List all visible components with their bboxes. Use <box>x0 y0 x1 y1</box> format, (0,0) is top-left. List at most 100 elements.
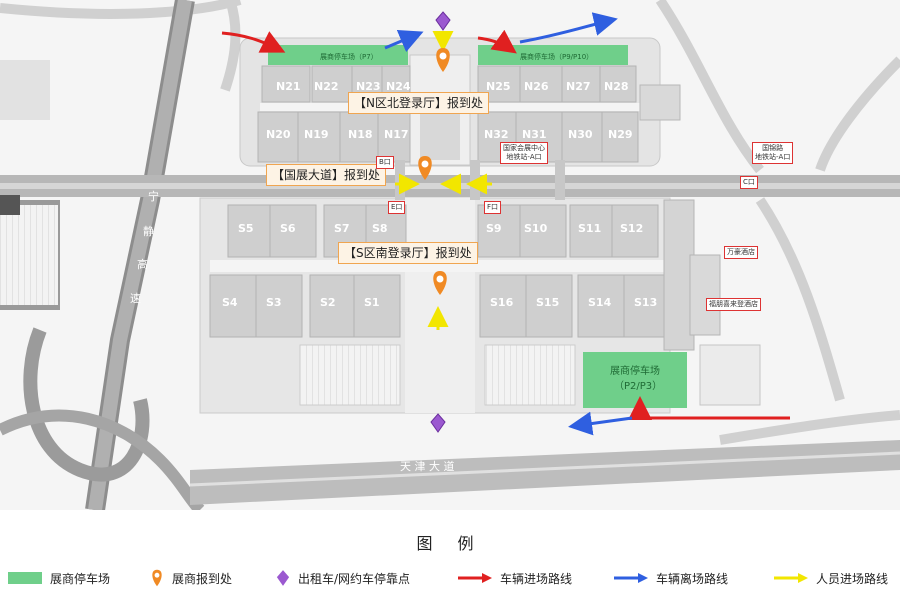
parking-p2-label-2: （P2/P3） <box>614 380 662 392</box>
fupeng-hotel-tag: 福朋喜来登酒店 <box>706 298 761 311</box>
parking-swatch-icon <box>8 572 42 584</box>
hall-label-s14: S14 <box>588 296 612 309</box>
red-arrow-icon <box>458 573 492 583</box>
hall-label-n25: N25 <box>486 80 511 93</box>
pin-icon <box>418 156 432 180</box>
gate-c-tag: C口 <box>740 176 758 189</box>
taxi-stops <box>430 11 451 433</box>
blue-arrow-icon <box>519 12 618 44</box>
road-char-3: 高 <box>137 257 148 271</box>
legend-label-pedestrian: 人员进场路线 <box>816 571 889 586</box>
ningjing-road-labels: 宁 静 高 速 <box>130 189 159 305</box>
hall-label-s7: S7 <box>334 222 350 235</box>
red-arrow-icon <box>628 396 790 420</box>
hall-label-n24: N24 <box>386 80 411 93</box>
tianjin-avenue <box>189 440 900 505</box>
hall-label-n31: N31 <box>522 128 547 141</box>
legend-item-taxi: 出租车/网约车停靠点 <box>276 568 410 588</box>
red-arrow-icon <box>477 29 517 54</box>
red-arrow-icon <box>221 31 286 53</box>
entry-route-arrows <box>221 29 790 420</box>
hall-label-s10: S10 <box>524 222 548 235</box>
gate-f-tag: F口 <box>484 201 502 214</box>
left-blocks <box>0 60 60 310</box>
hall-label-n20: N20 <box>266 128 291 141</box>
hall-label-s11: S11 <box>578 222 601 235</box>
legend-item-entry: 车辆进场路线 <box>458 568 572 588</box>
legend: 展商停车场 展商报到处 出租车/网约车停靠点 车辆进场路线 车辆离场路线 人员进… <box>0 568 900 588</box>
hall-label-s4: S4 <box>222 296 238 309</box>
gate-e-tag: E口 <box>388 201 406 214</box>
hall-label-s16: S16 <box>490 296 514 309</box>
road-char-1: 宁 <box>148 189 159 203</box>
legend-item-parking: 展商停车场 <box>8 568 110 588</box>
blue-arrow-icon <box>614 573 648 583</box>
hall-label-n30: N30 <box>568 128 593 141</box>
wanhao-hotel-tag: 万豪酒店 <box>724 246 758 259</box>
tianjin-avenue-label: 天 津 大 道 <box>400 459 455 473</box>
legend-label-parking: 展商停车场 <box>50 571 111 586</box>
gate-b-tag: B口 <box>376 156 394 169</box>
metro-a-tag: 国家会展中心地铁站-A口 <box>500 142 548 164</box>
hall-label-s5: S5 <box>238 222 254 235</box>
hall-label-n21: N21 <box>276 80 301 93</box>
metro-a-line1: 国家会展中心 <box>503 144 545 152</box>
checkin-pins <box>418 48 450 295</box>
parking-p2 <box>583 352 687 408</box>
hall-label-s9: S9 <box>486 222 502 235</box>
guofeng-metro-tag: 国锦路地铁站-A口 <box>752 142 794 164</box>
blue-arrow-icon <box>384 29 424 53</box>
hall-label-n18: N18 <box>348 128 373 141</box>
metro-a-line2: 地铁站-A口 <box>506 153 542 161</box>
legend-item-pedestrian: 人员进场路线 <box>774 568 888 588</box>
parking-p7-label: 展商停车场（P7） <box>320 52 378 61</box>
south-hall-callout: 【S区南登录厅】报到处 <box>338 242 478 264</box>
hall-label-n17: N17 <box>384 128 409 141</box>
hall-label-s15: S15 <box>536 296 559 309</box>
legend-item-exit: 车辆离场路线 <box>614 568 728 588</box>
taxi-diamond-icon <box>430 413 446 433</box>
guofeng-line2: 地铁站-A口 <box>755 153 791 161</box>
guofeng-line1: 国锦路 <box>762 144 784 152</box>
parking-p2-label-1: 展商停车场 <box>610 364 660 377</box>
south-compound <box>199 197 761 414</box>
blue-arrow-icon <box>568 411 633 436</box>
legend-item-checkin: 展商报到处 <box>150 568 232 588</box>
hall-label-n23: N23 <box>356 80 381 93</box>
pedestrian-route-arrows <box>395 31 492 330</box>
hall-label-n28: N28 <box>604 80 629 93</box>
hall-label-s3: S3 <box>266 296 282 309</box>
pin-icon <box>436 48 450 72</box>
pin-icon <box>152 569 162 587</box>
hall-label-s13: S13 <box>634 296 657 309</box>
guozhan-avenue <box>0 175 900 197</box>
north-hall-callout: 【N区北登录厅】报到处 <box>348 92 489 114</box>
taxi-diamond-icon <box>435 11 451 31</box>
pin-icon <box>433 271 447 295</box>
city-roads <box>0 0 900 445</box>
legend-label-checkin: 展商报到处 <box>172 571 233 586</box>
taxi-diamond-icon <box>276 570 290 586</box>
exit-route-arrows <box>384 12 633 436</box>
ningjing-expressway <box>0 0 205 510</box>
hall-label-n27: N27 <box>566 80 591 93</box>
hall-label-s1: S1 <box>364 296 380 309</box>
legend-title: 图 例 <box>416 534 484 553</box>
hall-label-n26: N26 <box>524 80 549 93</box>
avenue-callout: 【国展大道】报到处 <box>266 164 387 186</box>
parking-p7 <box>268 45 408 65</box>
legend-label-taxi: 出租车/网约车停靠点 <box>298 571 411 586</box>
hall-label-s8: S8 <box>372 222 388 235</box>
parking-p9-label: 展商停车场（P9/P10） <box>520 52 593 61</box>
legend-label-entry: 车辆进场路线 <box>500 571 573 586</box>
yellow-arrow-icon <box>774 573 808 583</box>
hall-label-n32: N32 <box>484 128 509 141</box>
road-char-4: 速 <box>130 292 141 305</box>
hall-label-s6: S6 <box>280 222 296 235</box>
hall-label-s12: S12 <box>620 222 643 235</box>
hall-label-n22: N22 <box>314 80 339 93</box>
road-char-2: 静 <box>143 224 154 238</box>
hall-label-n19: N19 <box>304 128 329 141</box>
legend-label-exit: 车辆离场路线 <box>656 571 729 586</box>
